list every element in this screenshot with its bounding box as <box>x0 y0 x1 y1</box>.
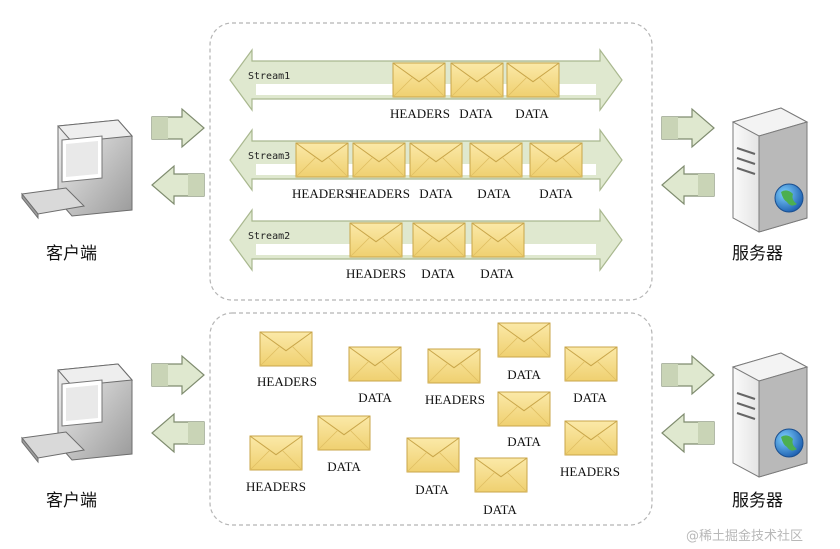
client-receive-arrow-top <box>151 164 205 206</box>
loose-frame-label: HEADERS <box>257 374 317 389</box>
stream-frame-label: DATA <box>421 266 455 281</box>
server-receive-arrow-bottom <box>661 354 715 396</box>
stream-frame-label: DATA <box>480 266 514 281</box>
client-send-arrow-bottom <box>151 354 205 396</box>
stream-frame-envelope <box>450 62 504 98</box>
watermark-text: @稀土掘金技术社区 <box>686 528 803 544</box>
stream-frame-envelope <box>506 62 560 98</box>
loose-frame-envelope <box>474 457 528 493</box>
server-send-arrow-bottom <box>661 412 715 454</box>
client-computer-icon-top <box>21 119 134 220</box>
stream-frame-label: HEADERS <box>292 186 352 201</box>
stream-frame-envelope <box>409 142 463 178</box>
loose-frame-envelope <box>406 437 460 473</box>
stream-name: Stream1 <box>248 71 290 82</box>
stream-frame-label: HEADERS <box>346 266 406 281</box>
stream-frame-label: HEADERS <box>390 106 450 121</box>
stream-frame-label: DATA <box>539 186 573 201</box>
loose-frame-label: DATA <box>507 367 541 382</box>
loose-frame-label: HEADERS <box>560 464 620 479</box>
stream-frame-label: DATA <box>459 106 493 121</box>
loose-frame-label: HEADERS <box>425 392 485 407</box>
stream-frame-label: DATA <box>419 186 453 201</box>
server-receive-arrow-top <box>661 107 715 149</box>
server-icon-top <box>731 107 809 233</box>
stream-frame-envelope <box>295 142 349 178</box>
loose-frame-envelope <box>497 322 551 358</box>
loose-frame-label: DATA <box>327 459 361 474</box>
loose-frame-label: DATA <box>507 434 541 449</box>
loose-frame-envelope <box>317 415 371 451</box>
loose-frame-envelope <box>564 420 618 456</box>
loose-frame-label: HEADERS <box>246 479 306 494</box>
stream-frame-envelope <box>352 142 406 178</box>
server-icon-bottom <box>731 352 809 478</box>
loose-frame-envelope <box>427 348 481 384</box>
loose-frame-envelope <box>249 435 303 471</box>
loose-frame-envelope <box>497 391 551 427</box>
stream-frame-envelope <box>529 142 583 178</box>
client-send-arrow-top <box>151 107 205 149</box>
client-computer-icon-bottom <box>21 363 134 464</box>
loose-frame-label: DATA <box>483 502 517 517</box>
stream-frame-envelope <box>469 142 523 178</box>
loose-frame-envelope <box>348 346 402 382</box>
server-label-bottom: 服务器 <box>732 491 783 511</box>
loose-frame-label: DATA <box>415 482 449 497</box>
stream-frame-label: DATA <box>515 106 549 121</box>
unordered-frames-panel <box>209 312 653 526</box>
stream-frame-envelope <box>392 62 446 98</box>
loose-frame-label: DATA <box>358 390 392 405</box>
loose-frame-label: DATA <box>573 390 607 405</box>
multiplexed-panel <box>209 22 653 301</box>
server-send-arrow-top <box>661 164 715 206</box>
client-label-bottom: 客户端 <box>46 491 97 511</box>
stream-frame-envelope <box>471 222 525 258</box>
stream-name: Stream2 <box>248 231 290 242</box>
stream-frame-label: HEADERS <box>350 186 410 201</box>
loose-frame-envelope <box>259 331 313 367</box>
stream-frame-envelope <box>349 222 403 258</box>
loose-frame-envelope <box>564 346 618 382</box>
stream-name: Stream3 <box>248 151 290 162</box>
stream-frame-label: DATA <box>477 186 511 201</box>
stream-frame-envelope <box>412 222 466 258</box>
client-label-top: 客户端 <box>46 244 97 264</box>
server-label-top: 服务器 <box>732 244 783 264</box>
client-receive-arrow-bottom <box>151 412 205 454</box>
